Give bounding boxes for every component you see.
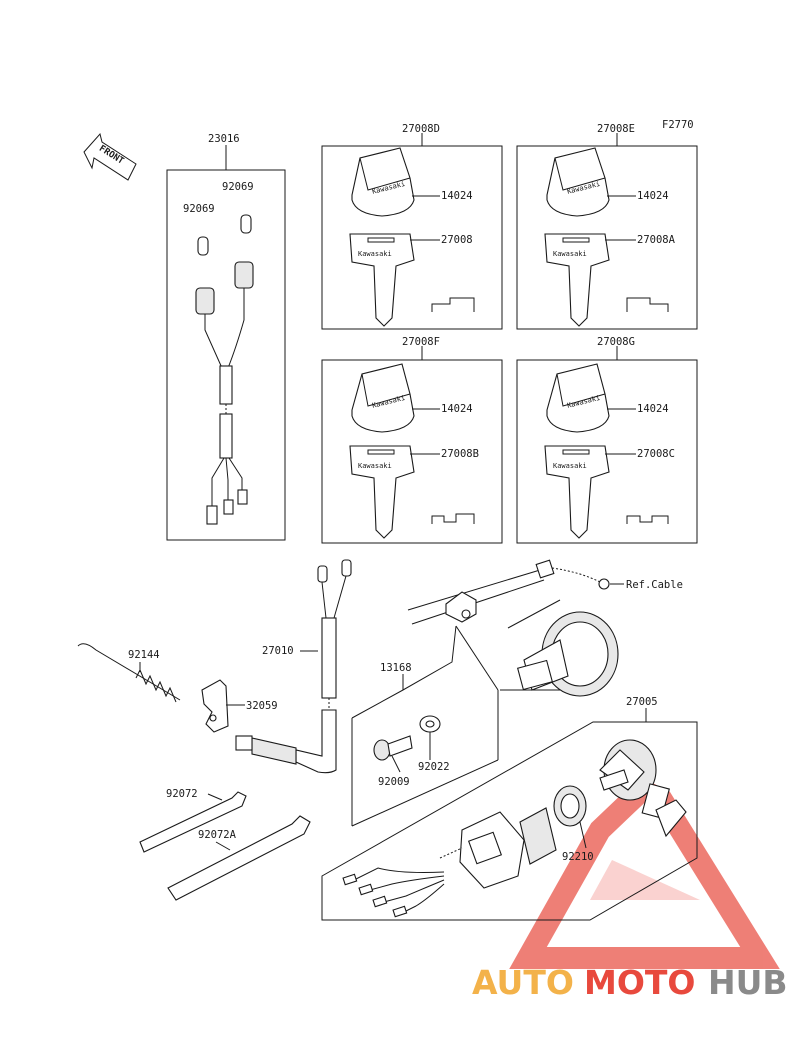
switch-27010-group: 27010 bbox=[235, 559, 352, 774]
key-set-27008F-group: 27008F Kawasaki 14024 Kawasaki 27008B bbox=[321, 336, 503, 544]
label-27008E: 27008E bbox=[597, 123, 635, 135]
front-label: FRONT bbox=[97, 144, 126, 167]
label-27010: 27010 bbox=[262, 645, 294, 657]
key-cut-profile-icon bbox=[626, 297, 669, 312]
socket-connector-icon bbox=[195, 261, 254, 315]
cable-tie-92072A-group: 92072A bbox=[167, 815, 311, 901]
harness-23016-group: 23016 92069 92069 bbox=[166, 133, 286, 541]
harness-wires-icon bbox=[204, 288, 248, 525]
label-23016: 23016 bbox=[208, 133, 240, 145]
bulb-92069-icon bbox=[197, 214, 252, 256]
key-blank-icon: Kawasaki bbox=[349, 233, 415, 327]
watermark-hub: HUB bbox=[708, 963, 788, 1002]
label-27008D: 27008D bbox=[402, 123, 440, 135]
label-27008A: 27008A bbox=[637, 234, 676, 246]
key-set-27008E-group: 27008E Kawasaki 14024 Kawasaki 27008A bbox=[516, 123, 698, 330]
label-92069-b: 92069 bbox=[222, 181, 254, 193]
ignition-switch-27005-group: 27005 92210 bbox=[321, 696, 698, 921]
figure-code: F2770 bbox=[662, 119, 694, 131]
label-27008: 27008 bbox=[441, 234, 473, 246]
watermark-logo: AUTO MOTO HUB bbox=[472, 963, 788, 1002]
label-32059: 32059 bbox=[246, 700, 278, 712]
label-92144: 92144 bbox=[128, 649, 160, 661]
key-cut-profile-icon bbox=[626, 515, 669, 524]
screw-92009-group: 92009 bbox=[373, 735, 413, 788]
key-blank-brand: Kawasaki bbox=[553, 462, 587, 470]
label-27008B: 27008B bbox=[441, 448, 479, 460]
label-92022: 92022 bbox=[418, 761, 450, 773]
cable-tie-92072-group: 92072 bbox=[139, 788, 247, 853]
label-14024-d: 14024 bbox=[637, 403, 669, 415]
label-14024-b: 14024 bbox=[637, 190, 669, 202]
watermark-auto: AUTO bbox=[472, 963, 574, 1002]
label-14024-c: 14024 bbox=[441, 403, 473, 415]
key-cut-profile-icon bbox=[431, 297, 475, 312]
label-92072A: 92072A bbox=[198, 829, 237, 841]
ref-cable-label: Ref.Cable bbox=[626, 579, 683, 591]
key-head-cover-icon: Kawasaki bbox=[351, 363, 415, 433]
label-27008G: 27008G bbox=[597, 336, 635, 348]
key-head-cover-icon: Kawasaki bbox=[546, 147, 610, 217]
key-blank-icon: Kawasaki bbox=[349, 445, 415, 539]
key-set-27008D-group: 27008D Kawasaki 14024 Kawasaki 27008 bbox=[321, 123, 503, 330]
bracket-32059-group: 32059 bbox=[201, 679, 278, 733]
ref-cable-group: Ref.Cable bbox=[407, 559, 683, 625]
key-head-cover-icon: Kawasaki bbox=[351, 147, 415, 217]
label-14024-a: 14024 bbox=[441, 190, 473, 202]
lock-cylinder-icon bbox=[500, 599, 619, 697]
label-13168: 13168 bbox=[380, 662, 412, 674]
washer-92022-group: 92022 bbox=[418, 715, 450, 773]
cable-clamp-icon bbox=[445, 591, 477, 623]
key-cut-profile-icon bbox=[431, 513, 475, 524]
key-blank-brand: Kawasaki bbox=[553, 250, 587, 258]
label-92009: 92009 bbox=[378, 776, 410, 788]
label-27008F: 27008F bbox=[402, 336, 440, 348]
watermark-moto: MOTO bbox=[584, 963, 695, 1002]
part-13168-group: 13168 bbox=[351, 625, 499, 827]
switch-wires-icon bbox=[342, 867, 445, 918]
key-blank-icon: Kawasaki bbox=[544, 445, 610, 539]
spring-92144-group: 92144 bbox=[77, 643, 181, 703]
switch-body-icon bbox=[439, 807, 557, 889]
label-27008C: 27008C bbox=[637, 448, 675, 460]
key-blank-brand: Kawasaki bbox=[358, 250, 392, 258]
label-92069-a: 92069 bbox=[183, 203, 215, 215]
key-head-cover-icon: Kawasaki bbox=[546, 363, 610, 433]
label-27005: 27005 bbox=[626, 696, 658, 708]
label-92072: 92072 bbox=[166, 788, 198, 800]
key-blank-brand: Kawasaki bbox=[358, 462, 392, 470]
nut-92210-icon bbox=[553, 785, 587, 827]
label-92210: 92210 bbox=[562, 851, 594, 863]
spring-coil-icon bbox=[135, 668, 177, 703]
ignition-key-housing-icon bbox=[599, 739, 687, 838]
key-set-27008G-group: 27008G Kawasaki 14024 Kawasaki 27008C bbox=[516, 336, 698, 544]
key-blank-icon: Kawasaki bbox=[544, 233, 610, 327]
front-direction-arrow: FRONT bbox=[83, 132, 137, 181]
